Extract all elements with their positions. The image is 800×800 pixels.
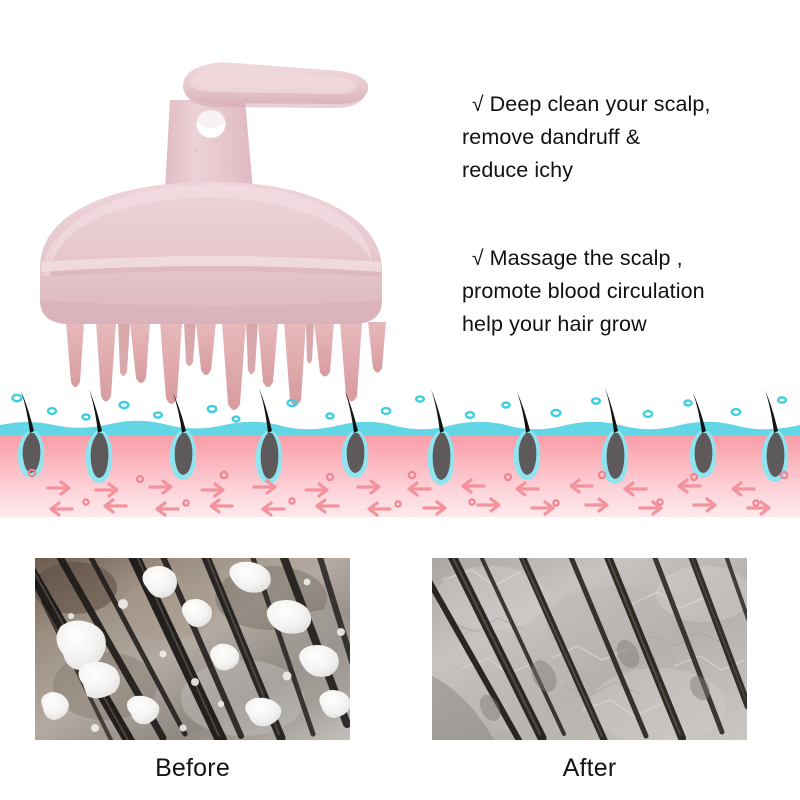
hanging-hole-shade: [197, 110, 225, 128]
water-bubbles: [11, 393, 788, 423]
benefit-line-text: Deep clean your scalp,: [489, 92, 711, 116]
scalp-diagram: [0, 388, 800, 517]
benefit-line: promote blood circulation: [462, 279, 705, 303]
scalp-massager-brush-illustration: [40, 62, 386, 410]
brush-texture-speckles: [87, 139, 331, 291]
scalp-cross-section: [0, 385, 800, 520]
after-scalp-microscope-image: [432, 558, 747, 740]
brush-handle-bar: [183, 62, 369, 108]
arrow-row-upper: [46, 478, 756, 498]
follicle: [427, 389, 455, 485]
brush-body-seam-shadow: [41, 266, 381, 277]
benefit-text-block-2: √Massage the scalp , promote blood circu…: [462, 242, 800, 341]
product-image: [0, 0, 450, 420]
follicle: [341, 391, 369, 478]
follicle: [761, 390, 789, 482]
follicle: [689, 393, 717, 478]
brush-bristles: [66, 322, 386, 410]
brush-handle-neck: [164, 100, 254, 206]
before-scalp-microscope-image: [35, 558, 350, 740]
circulation-arrows: [46, 478, 771, 517]
follicle: [601, 388, 629, 484]
blood-cells: [27, 468, 789, 508]
check-mark-icon: √: [472, 247, 484, 270]
check-mark-icon: √: [472, 93, 484, 116]
benefit-line-text: Massage the scalp ,: [489, 246, 683, 270]
skin-layer: [0, 431, 800, 517]
follicle: [85, 389, 113, 483]
benefit-line: remove dandruff &: [462, 125, 641, 149]
arrow-row-lower: [49, 497, 771, 517]
after-caption: After: [562, 754, 617, 782]
follicle: [513, 392, 541, 480]
after-photo: [432, 558, 747, 740]
brush-body-dome: [40, 181, 382, 324]
benefit-line: help your hair grow: [462, 312, 647, 336]
brush-body-highlight: [52, 184, 372, 262]
brush-body-seam: [41, 256, 381, 272]
benefit-text-block-1: √Deep clean your scalp, remove dandruff …: [462, 88, 800, 187]
before-caption: Before: [155, 754, 230, 782]
follicle: [17, 391, 45, 478]
benefit-line: √Deep clean your scalp,: [462, 88, 800, 121]
water-film: [0, 420, 800, 435]
benefit-line: reduce ichy: [462, 158, 574, 182]
benefit-line: √Massage the scalp ,: [462, 242, 800, 275]
hair-follicles: [17, 388, 789, 485]
brush-left-shoulder: [41, 230, 66, 276]
follicle: [169, 393, 197, 480]
before-photo: [35, 558, 350, 740]
brush-body-skirt-shadow: [40, 300, 382, 324]
follicle: [255, 388, 283, 484]
